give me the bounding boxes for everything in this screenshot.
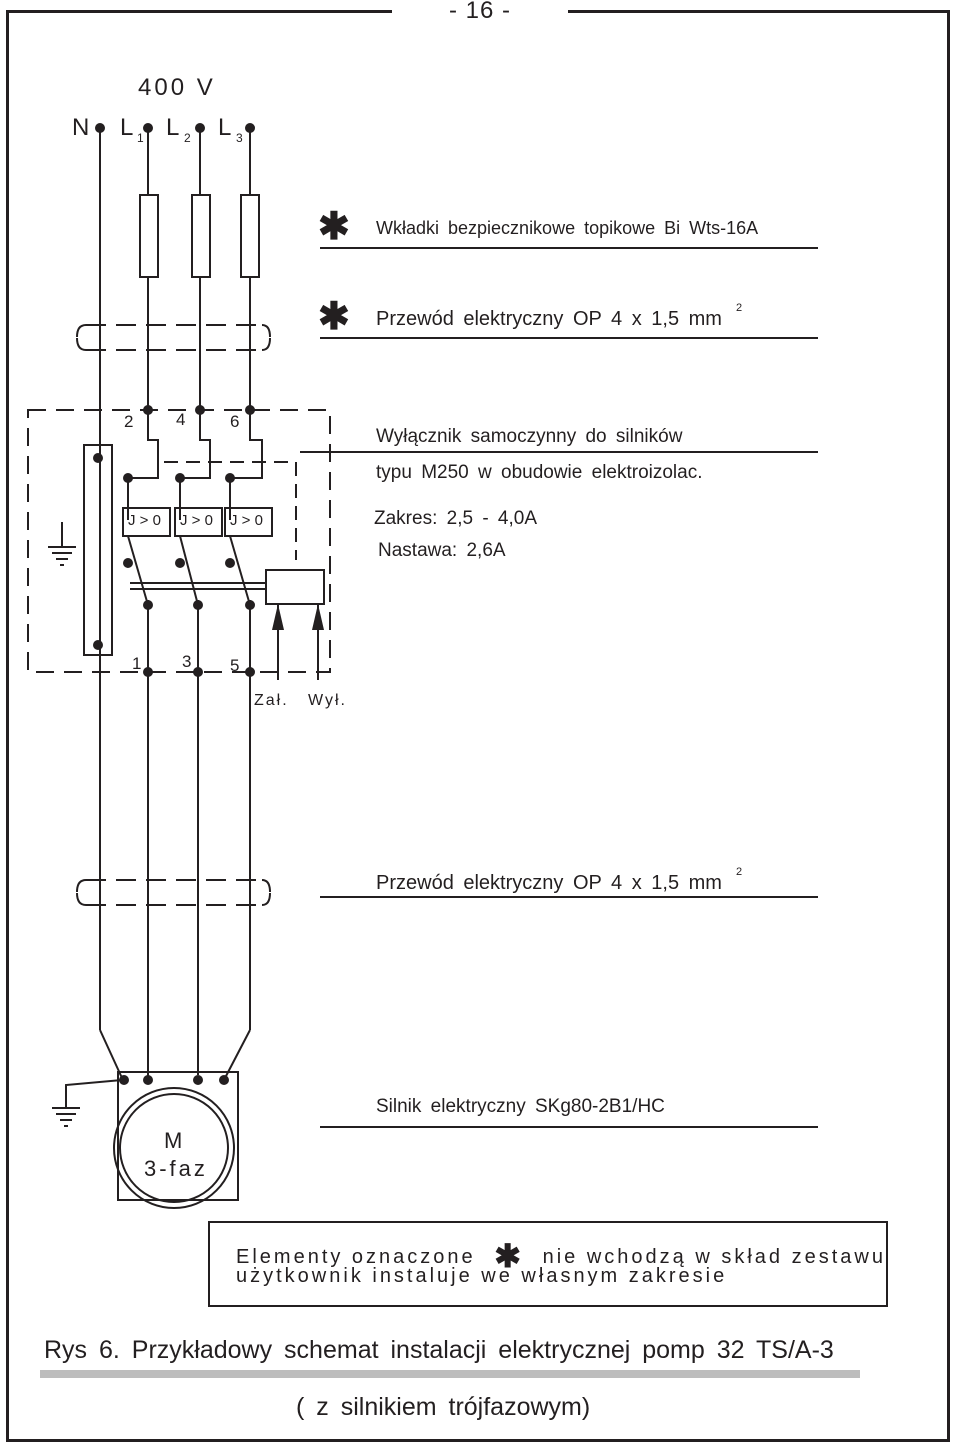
trip-unit-2 <box>174 507 223 537</box>
terminal-4: 4 <box>176 410 186 429</box>
caption-line2: ( z silnikiem trójfazowym) <box>296 1393 591 1421</box>
off-label: Wył. <box>308 692 347 709</box>
trip-unit-3 <box>224 507 273 537</box>
breaker-title-line2: typu M250 w obudowie elektroizolac. <box>376 462 703 483</box>
conductor-l1-label: L <box>120 114 134 141</box>
cable-top-superscript: 2 <box>736 302 743 314</box>
cable-top-marker-icon: ✱ <box>318 296 350 338</box>
fuse-marker-icon: ✱ <box>318 206 350 248</box>
note-line1-end: nie wchodzą w skład zestawu <box>542 1246 886 1268</box>
conductor-n-label: N <box>72 114 90 141</box>
conductor-l3-sub: 3 <box>236 131 243 145</box>
note-line2: użytkownik instaluje we własnym zakresie <box>236 1265 728 1287</box>
fuse-l1 <box>139 194 159 278</box>
breaker-title-line1: Wyłącznik samoczynny do silników <box>376 426 683 447</box>
motor-label: Silnik elektryczny SKg80-2B1/HC <box>376 1096 665 1117</box>
caption-line1: Rys 6. Przykładowy schemat instalacji el… <box>44 1336 834 1364</box>
cable-bottom-label: Przewód elektryczny OP 4 x 1,5 mm <box>376 872 722 894</box>
terminal-2: 2 <box>124 412 134 431</box>
caption-underline <box>40 1370 860 1378</box>
note-marker-icon: ✱ <box>494 1238 525 1274</box>
motor-phases: 3-faz <box>144 1156 208 1181</box>
motor-terminal-box <box>117 1071 239 1201</box>
terminal-3: 3 <box>182 652 192 671</box>
cable-bottom-superscript: 2 <box>736 866 743 878</box>
conductor-l2-label: L <box>166 114 180 141</box>
trip-unit-2-label: J > 0 <box>180 512 213 529</box>
cable-bottom-jacket <box>86 879 262 906</box>
fuse-l3 <box>240 194 260 278</box>
conductor-l1-sub: 1 <box>137 131 144 145</box>
conductor-l3-label: L <box>218 114 232 141</box>
on-label: Zał. <box>254 692 289 709</box>
terminal-1: 1 <box>132 654 142 673</box>
breaker-setting: Nastawa: 2,6A <box>378 540 506 561</box>
trip-unit-1 <box>122 507 171 537</box>
page-number: - 16 - <box>392 0 568 23</box>
note-line1: Elementy oznaczone ✱ nie wchodzą w skład… <box>236 1237 886 1275</box>
release-mechanism <box>265 569 325 605</box>
cable-top-label: Przewód elektryczny OP 4 x 1,5 mm <box>376 308 722 330</box>
trip-unit-1-label: J > 0 <box>128 512 161 529</box>
conductor-l2-sub: 2 <box>184 131 191 145</box>
fuse-label: Wkładki bezpiecznikowe topikowe Bi Wts-1… <box>376 218 759 238</box>
cable-top-jacket <box>86 324 262 351</box>
trip-unit-3-label: J > 0 <box>230 512 263 529</box>
motor-outline <box>113 1087 235 1209</box>
note-line1-start: Elementy oznaczone <box>236 1246 476 1268</box>
note-box: Elementy oznaczone ✱ nie wchodzą w skład… <box>208 1221 888 1307</box>
supply-voltage: 400 V <box>138 74 216 101</box>
neutral-bar <box>83 444 113 656</box>
fuse-l2 <box>191 194 211 278</box>
terminal-6: 6 <box>230 412 240 431</box>
terminal-5: 5 <box>230 656 240 675</box>
motor-symbol: M <box>164 1128 183 1153</box>
breaker-housing <box>27 409 331 673</box>
breaker-range: Zakres: 2,5 - 4,0A <box>374 508 538 529</box>
